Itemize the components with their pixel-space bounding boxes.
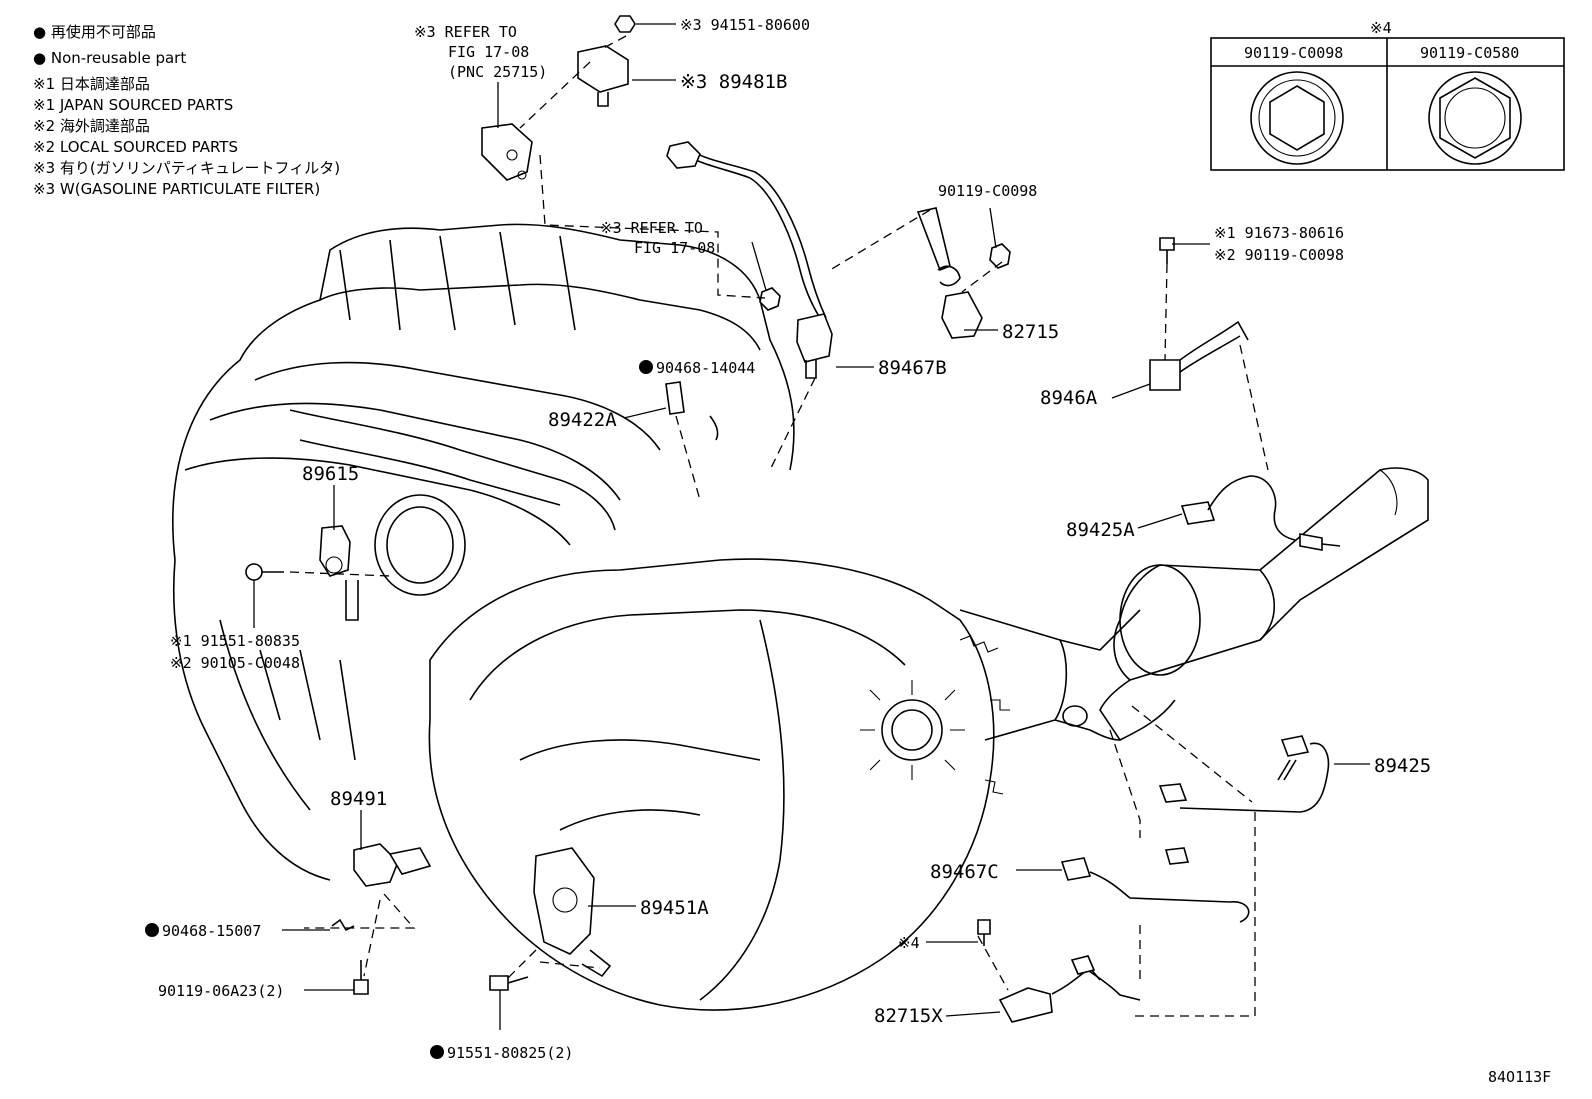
sensor-89422a-icon	[665, 381, 685, 415]
label-89451a: 89451A	[640, 897, 709, 919]
bracket-82715x-icon	[998, 987, 1053, 1023]
engine-transaxle-illustration	[172, 223, 1429, 1011]
sensor-89467b-icon	[796, 313, 833, 363]
legend-line-5: ※2 海外調達部品	[33, 117, 150, 135]
refer-top-line-3: (PNC 25715)	[448, 63, 547, 81]
label-91551-80835: ※1 91551-80835	[170, 632, 300, 650]
refer-top-line-2: FIG 17-08	[448, 43, 529, 61]
non-reusable-dot-icon	[639, 360, 653, 374]
legend-line-6: ※2 LOCAL SOURCED PARTS	[33, 138, 238, 156]
label-94151-80600: ※3 94151-80600	[680, 16, 810, 34]
bracket-refer-icon	[481, 123, 533, 181]
bolt-note4-icon	[977, 919, 991, 935]
label-89481b: ※3 89481B	[680, 71, 787, 93]
bolt-head-hex-flange-icon	[1428, 71, 1522, 165]
note4-marker: ※4	[898, 934, 920, 952]
bolt-91551-80825-icon	[489, 975, 509, 991]
switch-89491-icon	[353, 843, 399, 887]
note4-table-col1: 90119-C0098	[1244, 44, 1343, 62]
pressure-sensor-89481b-icon	[577, 45, 629, 93]
label-82715: 82715	[1002, 321, 1059, 343]
refer-mid-line-1: ※3 REFER TO	[600, 219, 703, 237]
label-89467c: 89467C	[930, 861, 999, 883]
note4-table-header: ※4	[1370, 19, 1392, 37]
knock-sensor-89615-icon	[319, 525, 351, 577]
bolt-90119-06a23-icon	[353, 979, 369, 995]
nut-90119-c0098-icon	[989, 243, 1011, 269]
label-90468-15007: 90468-15007	[162, 922, 261, 940]
label-82715x: 82715X	[874, 1005, 943, 1027]
neutral-switch-89451a-icon	[533, 847, 595, 955]
note4-table-col2: 90119-C0580	[1420, 44, 1519, 62]
non-reusable-dot-icon	[145, 923, 159, 937]
label-89425a: 89425A	[1066, 519, 1135, 541]
label-90468-14044: 90468-14044	[656, 359, 755, 377]
label-89422a: 89422A	[548, 409, 617, 431]
legend-line-8: ※3 W(GASOLINE PARTICULATE FILTER)	[33, 180, 320, 198]
refer-top-line-1: ※3 REFER TO	[414, 23, 517, 41]
sensor-89425a-icon	[1180, 501, 1216, 525]
label-89491: 89491	[330, 788, 387, 810]
label-90119-06a23: 90119-06A23(2)	[158, 982, 284, 1000]
bolt-head-hex-socket-icon	[1250, 71, 1344, 165]
label-89615: 89615	[302, 463, 359, 485]
bracket-82715-icon	[941, 291, 983, 339]
label-90105-c0048: ※2 90105-C0048	[170, 654, 300, 672]
parts-illustrations	[245, 15, 1341, 1023]
legend-line-7: ※3 有り(ガソリンパティキュレートフィルタ)	[33, 159, 340, 177]
legend-line-1: ● 再使用不可部品	[33, 23, 156, 41]
refer-mid-line-2: FIG 17-08	[634, 239, 715, 257]
legend-line-4: ※1 JAPAN SOURCED PARTS	[33, 96, 233, 114]
nut-94151-icon	[614, 15, 636, 33]
sensor-89467c-icon	[1060, 857, 1092, 881]
label-89467b: 89467B	[878, 357, 947, 379]
label-90119-c0098-local: ※2 90119-C0098	[1214, 246, 1344, 264]
label-91673-80616: ※1 91673-80616	[1214, 224, 1344, 242]
leader-lines	[253, 23, 1370, 1030]
legend-line-3: ※1 日本調達部品	[33, 75, 150, 93]
figure-code: 84O113F	[1488, 1068, 1551, 1086]
label-90119-c0098-top: 90119-C0098	[938, 182, 1037, 200]
part-labels: ※3 REFER TO FIG 17-08 (PNC 25715) ※3 941…	[145, 16, 1551, 1086]
label-89425: 89425	[1374, 755, 1431, 777]
bolt-91673-icon	[1159, 237, 1175, 251]
note4-table: ※4 90119-C0098 90119-C0580	[1210, 19, 1565, 171]
non-reusable-dot-icon	[430, 1045, 444, 1059]
sensor-89425-icon	[1280, 735, 1310, 757]
legend: ● 再使用不可部品 ● Non-reusable part ※1 日本調達部品 …	[33, 23, 340, 198]
label-8946a: 8946A	[1040, 387, 1098, 409]
bolt-91551-80835-icon	[245, 563, 263, 581]
legend-line-2: ● Non-reusable part	[33, 49, 186, 67]
bracket-8946a-icon	[1149, 359, 1181, 391]
label-91551-80825: 91551-80825(2)	[447, 1044, 573, 1062]
dashed-connections	[289, 35, 1269, 1017]
